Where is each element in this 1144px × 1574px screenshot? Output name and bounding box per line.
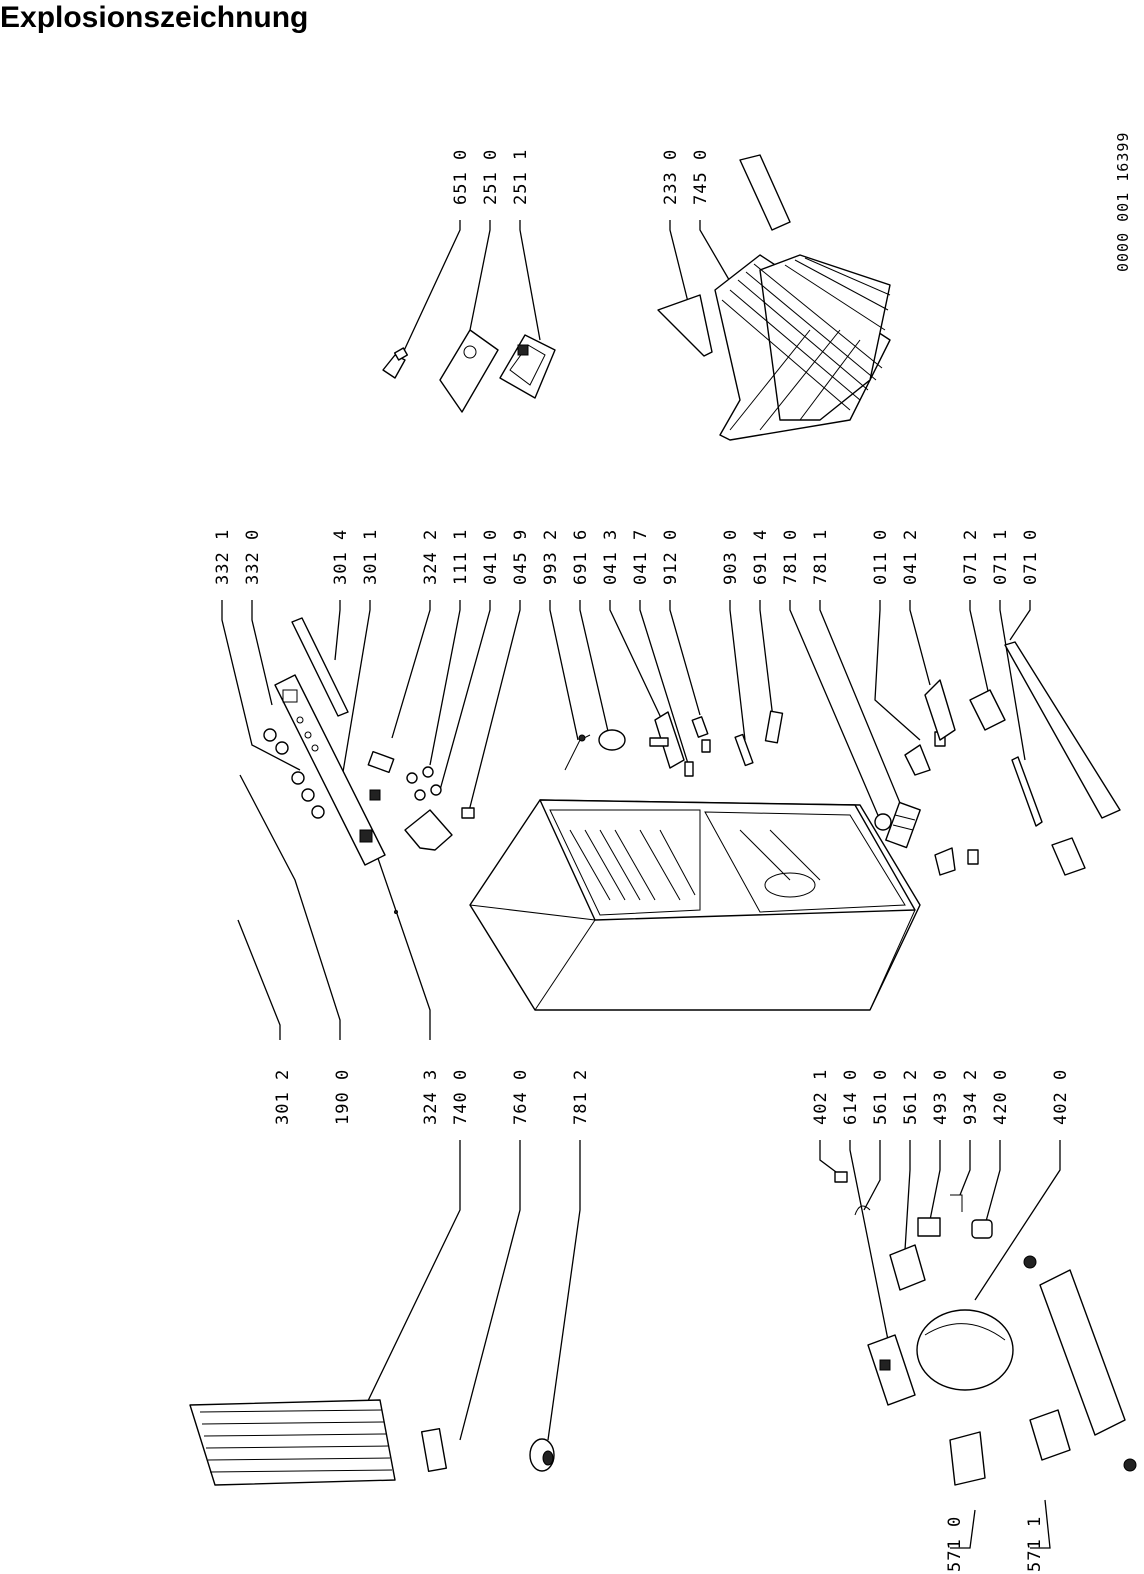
part-indicator-lamps bbox=[406, 766, 442, 801]
part-hinge-pins bbox=[684, 716, 711, 777]
part-label-781-0: 781 0 bbox=[781, 529, 801, 585]
part-terminal-block bbox=[1029, 1409, 1071, 1461]
part-label-781-1: 781 1 bbox=[811, 529, 831, 585]
part-condenser-coil bbox=[189, 1399, 396, 1486]
part-sensor-wire bbox=[564, 734, 591, 771]
part-cover-plate bbox=[439, 329, 499, 413]
part-label-903-0: 903 0 bbox=[721, 529, 741, 585]
part-label-740-0: 740 0 bbox=[451, 1069, 471, 1125]
part-label-071-0: 071 0 bbox=[1021, 529, 1041, 585]
page-title: Explosionszeichnung bbox=[0, 1, 309, 34]
part-label-301-2: 301 2 bbox=[273, 1069, 293, 1125]
part-small-clip bbox=[834, 1171, 871, 1216]
part-switch-cover bbox=[367, 750, 395, 774]
part-label-041-3: 041 3 bbox=[601, 529, 621, 585]
part-lamp-housing bbox=[499, 334, 556, 399]
part-label-251-1: 251 1 bbox=[511, 149, 531, 205]
part-control-strip bbox=[291, 617, 349, 717]
part-foot-round bbox=[874, 813, 892, 831]
part-screw bbox=[461, 807, 475, 819]
part-label-571-1: 571 1 bbox=[1025, 1516, 1045, 1572]
part-label-324-2: 324 2 bbox=[421, 529, 441, 585]
part-label-993-2: 993 2 bbox=[541, 529, 561, 585]
part-label-781-2: 781 2 bbox=[571, 1069, 591, 1125]
part-door-plinth bbox=[1004, 641, 1121, 819]
part-corner-cap-upper bbox=[969, 689, 1006, 731]
part-label-332-1: 332 1 bbox=[213, 529, 233, 585]
part-label-561-2: 561 2 bbox=[901, 1069, 921, 1125]
part-label-041-0: 041 0 bbox=[481, 529, 501, 585]
part-overload bbox=[971, 1219, 993, 1239]
part-compressor bbox=[916, 1309, 1014, 1391]
part-drain-plug bbox=[598, 729, 626, 751]
leader-lines bbox=[221, 220, 1061, 1549]
part-capillary-connector bbox=[529, 1438, 555, 1472]
part-label-934-2: 934 2 bbox=[961, 1069, 981, 1125]
part-label-190-0: 190 0 bbox=[333, 1069, 353, 1125]
part-thermostat-housing bbox=[404, 809, 453, 851]
part-bracket-wire bbox=[950, 1194, 963, 1212]
part-door-trim bbox=[1011, 756, 1043, 827]
part-label-571-0: 571 0 bbox=[945, 1516, 965, 1572]
part-vent-grille bbox=[885, 801, 921, 849]
part-cabinet bbox=[469, 799, 921, 1011]
part-label-011-0: 011 0 bbox=[871, 529, 891, 585]
part-label-041-2: 041 2 bbox=[901, 529, 921, 585]
part-door-stop bbox=[734, 733, 754, 767]
part-label-111-1: 111 1 bbox=[451, 529, 471, 585]
document-id: 0000 001 16399 bbox=[1114, 132, 1132, 272]
part-label-301-1: 301 1 bbox=[361, 529, 381, 585]
part-label-071-1: 071 1 bbox=[991, 529, 1011, 585]
label-group-middle: 332 1 332 0 301 4 301 1 324 2 111 1 041 … bbox=[213, 529, 1041, 585]
part-handle-clip bbox=[764, 710, 784, 744]
part-shelf-rail-top bbox=[739, 154, 791, 231]
part-thermostat-clip bbox=[369, 789, 381, 801]
part-wire-shelves bbox=[714, 254, 891, 441]
part-leveling-foot bbox=[934, 847, 979, 876]
part-label-041-7: 041 7 bbox=[631, 529, 651, 585]
label-group-lower: 301 2 190 0 324 3 740 0 764 0 781 2 402 … bbox=[273, 1069, 1071, 1572]
part-label-402-0: 402 0 bbox=[1051, 1069, 1071, 1125]
part-lamp-bulb bbox=[382, 347, 409, 379]
part-label-332-0: 332 0 bbox=[243, 529, 263, 585]
part-starter bbox=[917, 1217, 941, 1237]
part-terminal-cover bbox=[889, 1244, 926, 1291]
part-label-233-0: 233 0 bbox=[661, 149, 681, 205]
part-label-764-0: 764 0 bbox=[511, 1069, 531, 1125]
part-label-301-4: 301 4 bbox=[331, 529, 351, 585]
part-hinge-bottom bbox=[924, 679, 956, 741]
part-label-402-1: 402 1 bbox=[811, 1069, 831, 1125]
part-label-691-6: 691 6 bbox=[571, 529, 591, 585]
part-label-324-3: 324 3 bbox=[421, 1069, 441, 1125]
part-compressor-relay bbox=[949, 1431, 986, 1486]
part-dryer-filter bbox=[420, 1428, 448, 1472]
part-label-561-0: 561 0 bbox=[871, 1069, 891, 1125]
part-label-651-0: 651 0 bbox=[451, 149, 471, 205]
part-relay-box bbox=[867, 1334, 916, 1406]
part-label-420-0: 420 0 bbox=[991, 1069, 1011, 1125]
label-group-top-right: 651 0 251 0 251 1 233 0 745 0 bbox=[451, 149, 711, 205]
part-label-071-2: 071 2 bbox=[961, 529, 981, 585]
part-label-691-4: 691 4 bbox=[751, 529, 771, 585]
part-compressor-base bbox=[1023, 1255, 1137, 1472]
part-knobs bbox=[263, 728, 325, 819]
part-label-614-0: 614 0 bbox=[841, 1069, 861, 1125]
stray-dot bbox=[394, 910, 398, 914]
part-label-251-0: 251 0 bbox=[481, 149, 501, 205]
part-control-panel bbox=[274, 674, 386, 866]
part-label-745-0: 745 0 bbox=[691, 149, 711, 205]
part-shelf-rail-short bbox=[657, 294, 713, 357]
part-corner-cap-lower bbox=[1051, 837, 1086, 876]
part-label-045-9: 045 9 bbox=[511, 529, 531, 585]
part-hinge-top bbox=[649, 711, 685, 769]
part-label-493-0: 493 0 bbox=[931, 1069, 951, 1125]
part-label-912-0: 912 0 bbox=[661, 529, 681, 585]
